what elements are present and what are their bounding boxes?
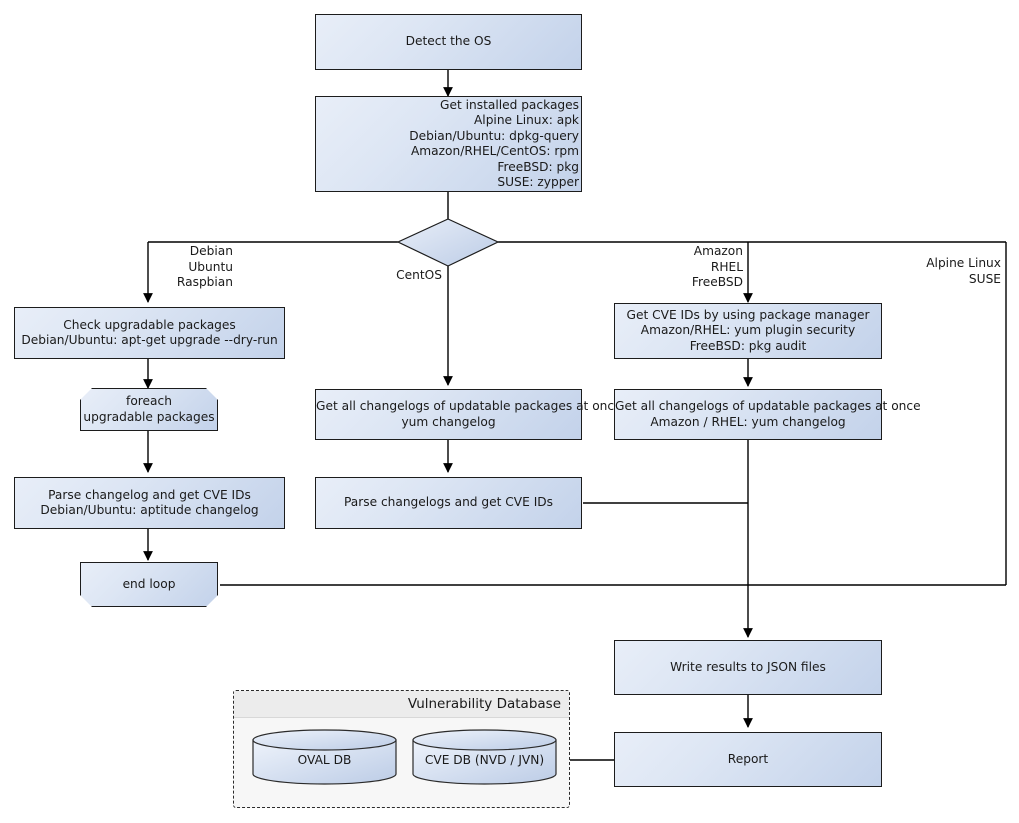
- node-get-all-changelogs-centos-label: Get all changelogs of updatable packages…: [316, 399, 622, 429]
- node-parse-changelogs-centos[interactable]: Parse changelogs and get CVE IDs: [315, 477, 582, 529]
- node-report[interactable]: Report: [614, 732, 882, 787]
- db-cylinder-oval-label: OVAL DB: [297, 753, 352, 767]
- db-cylinder-cve-label: CVE DB (NVD / JVN): [424, 753, 545, 767]
- node-write-results-json-label: Write results to JSON files: [670, 659, 826, 674]
- node-get-all-changelogs-centos[interactable]: Get all changelogs of updatable packages…: [315, 389, 622, 440]
- node-detect-the-os-label: Detect the OS: [405, 34, 492, 49]
- node-get-all-changelogs-rhel-label: Get all changelogs of updatable packages…: [615, 399, 921, 429]
- decision-diamond: [396, 218, 500, 267]
- cylinder-shape-oval: [252, 729, 397, 785]
- node-end-loop[interactable]: end loop: [80, 562, 218, 607]
- edge-label-centos-branch: CentOS: [396, 268, 442, 282]
- node-detect-the-os[interactable]: Detect the OS: [315, 14, 582, 70]
- db-cylinder-oval[interactable]: OVAL DB: [252, 729, 397, 785]
- node-parse-changelogs-centos-label: Parse changelogs and get CVE IDs: [343, 495, 554, 510]
- db-cylinder-cve[interactable]: CVE DB (NVD / JVN): [412, 729, 557, 785]
- node-report-label: Report: [727, 751, 769, 766]
- node-write-results-json[interactable]: Write results to JSON files: [614, 640, 882, 695]
- cylinder-shape-cve: [412, 729, 557, 785]
- node-end-loop-label: end loop: [122, 576, 176, 591]
- node-get-all-changelogs-rhel[interactable]: Get all changelogs of updatable packages…: [614, 389, 921, 440]
- vulnerability-database-title: Vulnerability Database: [234, 691, 569, 718]
- vulnerability-database-group: Vulnerability Database OVAL DB CVE DB (N…: [233, 690, 570, 808]
